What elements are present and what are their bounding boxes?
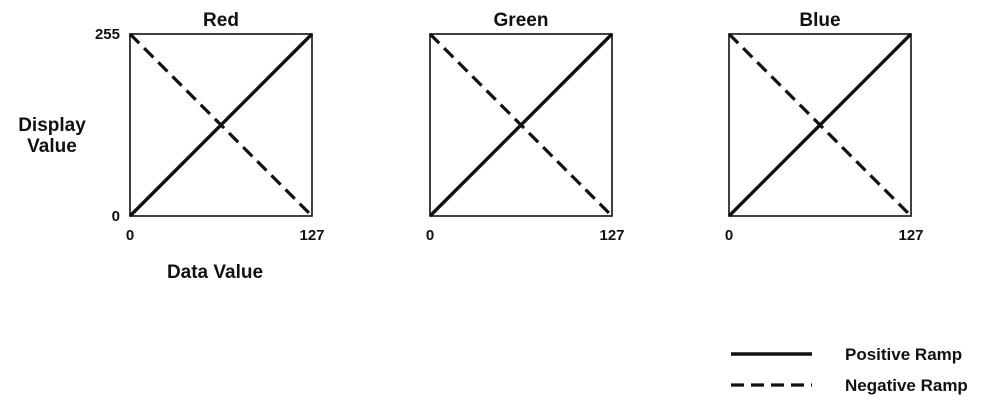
panel-frame-red bbox=[129, 33, 313, 217]
x-tick-max-green: 127 bbox=[599, 227, 624, 244]
panel-title-green: Green bbox=[494, 10, 549, 31]
y-tick-min-red: 0 bbox=[112, 208, 120, 225]
panel-title-blue: Blue bbox=[799, 10, 840, 31]
y-axis-label-line-1: Display bbox=[18, 115, 86, 136]
series-negative-ramp-green bbox=[428, 32, 614, 218]
series-negative-ramp-red bbox=[128, 32, 314, 218]
x-tick-min-red: 0 bbox=[126, 227, 134, 244]
x-tick-max-blue: 127 bbox=[898, 227, 923, 244]
panel-frame-green bbox=[429, 33, 613, 217]
y-axis-label-line-2: Value bbox=[27, 136, 77, 157]
legend-label-positive: Positive Ramp bbox=[845, 345, 962, 364]
x-tick-max-red: 127 bbox=[299, 227, 324, 244]
ramp-panels: Red 0 127 0 255 Green 0 127 Blue 0 127 bbox=[95, 10, 924, 244]
panel-title-red: Red bbox=[203, 10, 239, 31]
x-axis-label: Data Value bbox=[167, 262, 263, 283]
x-tick-min-blue: 0 bbox=[725, 227, 733, 244]
panel-frame-blue bbox=[728, 33, 912, 217]
series-negative-ramp-blue bbox=[727, 32, 913, 218]
legend-label-negative: Negative Ramp bbox=[845, 376, 968, 395]
y-tick-max-red: 255 bbox=[95, 26, 120, 43]
x-tick-min-green: 0 bbox=[426, 227, 434, 244]
legend: Positive Ramp Negative Ramp bbox=[731, 345, 968, 395]
